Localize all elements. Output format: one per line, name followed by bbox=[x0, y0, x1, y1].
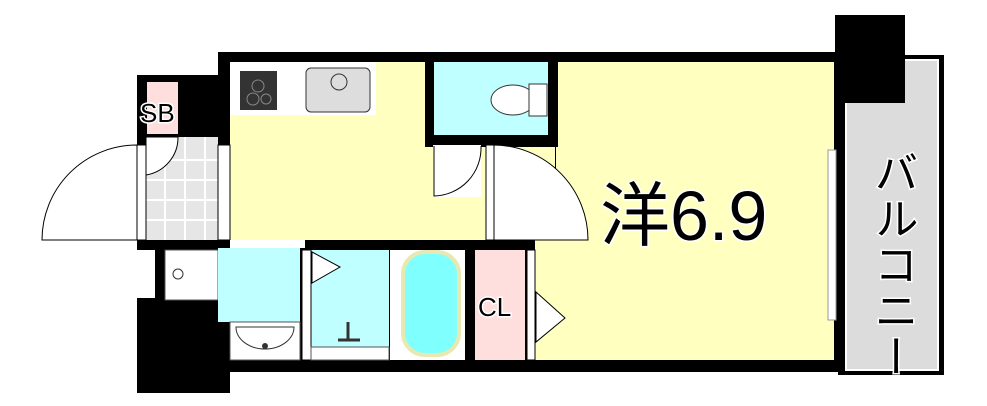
drain-icon bbox=[172, 268, 184, 280]
toilet-door bbox=[433, 145, 482, 197]
shoebox bbox=[147, 82, 178, 134]
toilet-icon bbox=[490, 83, 548, 117]
shoebox-door bbox=[145, 136, 179, 176]
wash-basin-icon bbox=[229, 321, 301, 361]
bath-door bbox=[311, 251, 342, 284]
entrance-door bbox=[41, 144, 147, 241]
shower-icon bbox=[338, 322, 360, 342]
kitchen-sink-icon bbox=[305, 67, 371, 113]
washroom bbox=[218, 248, 300, 322]
closet-door bbox=[535, 290, 566, 344]
balcony-window bbox=[827, 149, 837, 321]
shoebox-label: SB bbox=[140, 98, 175, 128]
western-room-label: 洋6.9 bbox=[600, 177, 767, 255]
balcony: バルコニー bbox=[838, 55, 944, 382]
stove-icon bbox=[240, 71, 277, 110]
balcony-label: バルコニー bbox=[868, 150, 917, 380]
room-door bbox=[485, 144, 589, 241]
closet bbox=[475, 250, 525, 360]
bathtub-icon bbox=[401, 250, 461, 357]
closet-label: CL bbox=[478, 292, 511, 322]
western-room bbox=[556, 62, 834, 360]
